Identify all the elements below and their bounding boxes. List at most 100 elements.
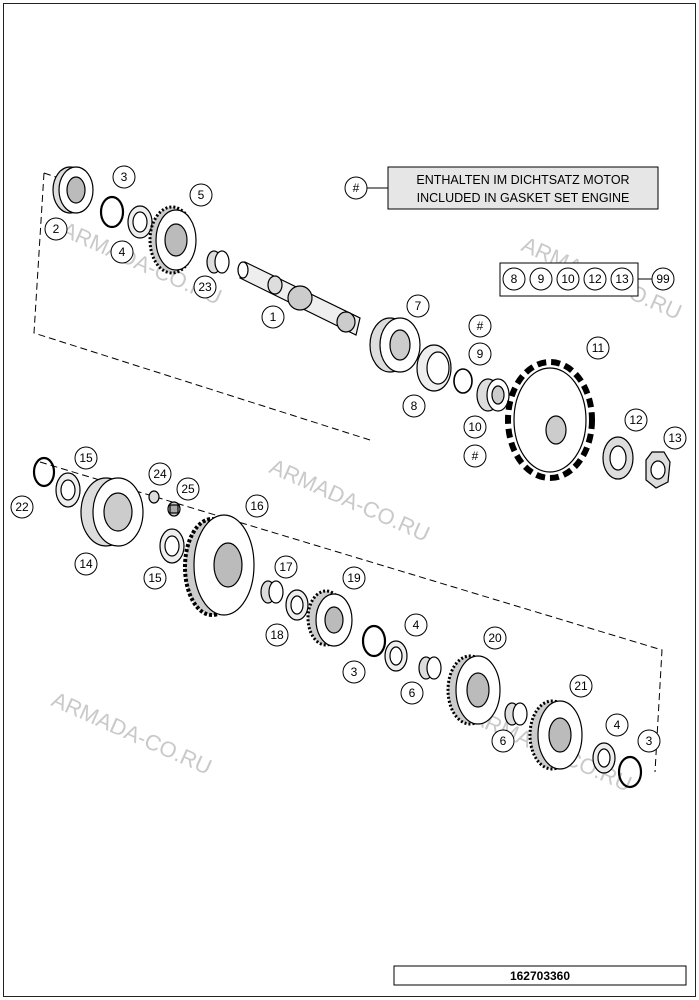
callout-19: 19 [342,566,366,590]
callout-bubble [605,713,629,737]
callout-25: 25 [176,477,200,501]
callout-bubble [569,674,593,698]
callout-label: 25 [181,482,195,496]
washer-part-4 [592,742,616,774]
callout-6: 6 [491,729,515,753]
nut-part-13 [645,451,671,489]
kit-item-8: 8 [502,267,526,291]
lock-washer-part-12 [602,436,634,480]
callout-3: 3 [342,660,366,684]
watermark-text: ARMADA-CO.RU [266,454,434,547]
callout-label: 6 [409,686,416,700]
callout-bubble [265,623,289,647]
callout-bubble [261,305,285,329]
callout-#: # [468,314,492,338]
watermark-text: ARMADA-CO.RU [48,687,216,780]
circlip-part-22 [32,456,56,488]
callout-3: 3 [112,165,136,189]
circlip-part-3 [617,755,643,789]
callout-#: # [463,444,487,468]
callout-label: 8 [411,399,418,413]
callout-bubble [193,275,217,299]
needle-bearing-part-6 [418,656,442,680]
callout-bubble [110,240,134,264]
callout-label: 13 [668,431,682,445]
gasket-set-legend: # ENTHALTEN IM DICHTSATZ MOTOR INCLUDED … [344,166,659,210]
legend-symbol-bubble [344,176,368,200]
upper-shaft-assembly [52,166,671,489]
drawing-frame [3,3,696,997]
kit-item-bubble [610,267,634,291]
watermarks: ARMADA-CO.RU ARMADA-CO.RU ARMADA-CO.RU A… [48,217,686,797]
needle-bearing-part-6 [504,702,528,726]
callout-14: 14 [74,552,98,576]
callout-4: 4 [605,713,629,737]
callout-bubble [406,294,430,318]
callout-bubble [245,494,269,518]
callout-label: 3 [351,665,358,679]
callout-5: 5 [189,183,213,207]
kit-item-9: 9 [529,267,553,291]
callout-bubble [44,217,68,241]
kit-item-bubble [529,267,553,291]
lower-shaft-assembly [32,456,643,789]
washer-part-4 [384,640,408,672]
callout-label: # [472,449,479,463]
callout-label: 20 [488,631,502,645]
callout-1: 1 [261,305,285,329]
callout-bubble [342,660,366,684]
callout-bubble [189,183,213,207]
kit-item-label: 9 [538,272,545,286]
callout-bubble [491,729,515,753]
callout-label: 15 [148,571,162,585]
callout-4: 4 [110,240,134,264]
gear-part-16 [183,514,255,617]
assembly-boundary-lines [33,172,663,773]
callout-bubble [468,314,492,338]
circlip-part-3 [361,624,387,658]
kit-item-12: 12 [583,267,607,291]
callout-16: 16 [245,494,269,518]
callout-21: 21 [569,674,593,698]
callout-bubble [463,415,487,439]
callout-bubble [148,462,172,486]
callout-bubble [112,165,136,189]
callout-label: 12 [629,413,643,427]
kit-item-bubble [502,267,526,291]
callout-label: 2 [53,222,60,236]
document-number-box: 162703360 [393,965,687,986]
gear-part-20 [446,654,501,726]
spacer-sleeve-part-10 [476,378,510,412]
gear-part-19 [306,589,353,647]
seal-ring-part-8 [416,344,452,392]
callout-label: 10 [468,420,482,434]
shim-part-15 [55,472,81,508]
legend-box [387,166,659,210]
callout-10: 10 [463,415,487,439]
kit-item-bubble [583,267,607,291]
gear-part-21 [528,699,583,771]
kit-item-10: 10 [556,267,580,291]
callout-label: 1 [270,310,277,324]
needle-bearing-part-17 [260,580,284,604]
shim-part-15 [159,528,185,564]
callout-label: 17 [279,560,293,574]
kit-number-bubble [651,267,675,291]
needle-bearing-part-23 [206,250,230,274]
callout-2: 2 [44,217,68,241]
sprocket-part-11 [505,359,595,481]
callout-label: 23 [198,280,212,294]
callout-15: 15 [143,566,167,590]
callout-22: 22 [10,495,34,519]
callout-label: 15 [79,451,93,465]
callout-23: 23 [193,275,217,299]
callout-bubble [663,426,687,450]
legend-symbol: # [353,181,360,195]
callout-label: 16 [250,499,264,513]
kit-item-label: 8 [511,272,518,286]
callout-17: 17 [274,555,298,579]
callout-label: 4 [119,245,126,259]
washer-part-4 [127,205,153,239]
callout-bubble [342,566,366,590]
o-ring-part-9 [453,368,473,394]
